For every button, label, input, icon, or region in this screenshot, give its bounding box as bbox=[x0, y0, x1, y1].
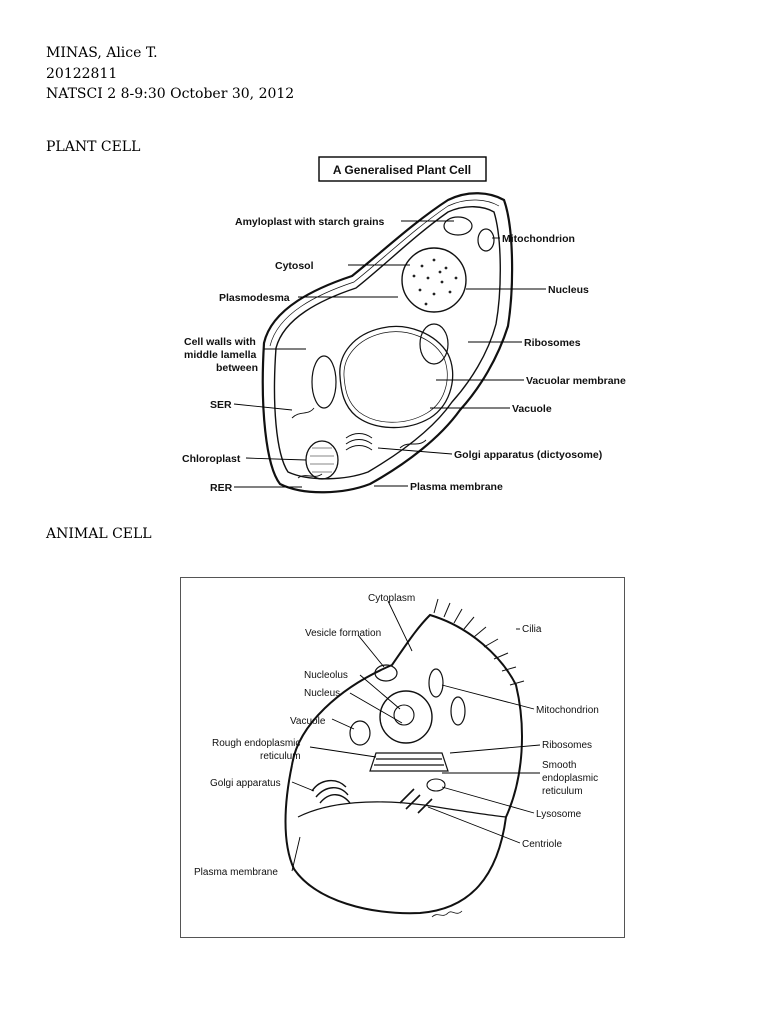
plant-vacuole-shape bbox=[340, 326, 453, 427]
plant-label-rer: RER bbox=[210, 482, 233, 494]
animal-label-golgi: Golgi apparatus bbox=[210, 778, 281, 789]
animal-label-nucleus: Nucleus bbox=[304, 688, 340, 699]
animal-label-vesicle-formation: Vesicle formation bbox=[305, 628, 381, 639]
animal-label-plasma-membrane: Plasma membrane bbox=[194, 867, 278, 878]
plant-label-amyloplast: Amyloplast with starch grains bbox=[235, 216, 385, 228]
course-date-line: NATSCI 2 8-9:30 October 30, 2012 bbox=[46, 86, 294, 103]
plant-mitochondrion-shape bbox=[478, 229, 494, 251]
plant-label-ribosomes: Ribosomes bbox=[524, 337, 581, 349]
plant-label-golgi: Golgi apparatus (dictyosome) bbox=[454, 449, 602, 461]
plant-label-vacuole: Vacuole bbox=[512, 403, 552, 415]
plant-figure-title: A Generalised Plant Cell bbox=[333, 163, 471, 177]
animal-label-lysosome: Lysosome bbox=[536, 809, 582, 820]
plant-chloroplast-thylakoids bbox=[310, 448, 334, 472]
plant-label-cell-walls-line1: Cell walls with bbox=[184, 336, 256, 348]
plant-cell-heading: PLANT CELL bbox=[46, 139, 140, 156]
plant-cell-body bbox=[263, 193, 512, 492]
plant-label-cell-walls-line3: between bbox=[216, 362, 258, 374]
plant-label-chloroplast: Chloroplast bbox=[182, 453, 241, 465]
plant-cell-diagram: A Generalised Plant Cell bbox=[168, 148, 640, 524]
plant-label-mitochondrion: Mitochondrion bbox=[502, 233, 575, 245]
student-id: 20122811 bbox=[46, 66, 117, 83]
animal-label-mitochondrion: Mitochondrion bbox=[536, 705, 599, 716]
plant-organelle-oval-2 bbox=[420, 324, 448, 364]
plant-chloroplast-shape bbox=[306, 441, 338, 479]
animal-label-centriole: Centriole bbox=[522, 839, 562, 850]
animal-label-cytoplasm: Cytoplasm bbox=[368, 593, 415, 604]
animal-label-vacuole: Vacuole bbox=[290, 716, 326, 727]
plant-vacuolar-membrane-shape bbox=[344, 332, 447, 423]
plant-label-ser: SER bbox=[210, 399, 232, 411]
plant-label-cell-walls-line2: middle lamella bbox=[184, 349, 257, 361]
animal-cell-diagram: Cytoplasm Vesicle formation Nucleolus Nu… bbox=[180, 577, 625, 938]
student-name: MINAS, Alice T. bbox=[46, 45, 158, 62]
plant-label-vacuolar-membrane: Vacuolar membrane bbox=[526, 375, 626, 387]
animal-label-smooth-er-line3: reticulum bbox=[542, 786, 583, 797]
animal-label-smooth-er-line1: Smooth bbox=[542, 760, 576, 771]
plant-label-plasmodesma: Plasmodesma bbox=[219, 292, 290, 304]
animal-label-ribosomes: Ribosomes bbox=[542, 740, 592, 751]
animal-label-nucleolus: Nucleolus bbox=[304, 670, 348, 681]
animal-label-smooth-er-line2: endoplasmic bbox=[542, 773, 598, 784]
plant-nucleus-shape bbox=[402, 248, 466, 312]
plant-golgi-stack bbox=[346, 434, 372, 451]
plant-nucleus-chromatin bbox=[413, 259, 458, 306]
animal-cell-heading: ANIMAL CELL bbox=[46, 526, 152, 543]
animal-label-cilia: Cilia bbox=[522, 624, 542, 635]
plant-amyloplast-shape bbox=[444, 217, 472, 235]
plant-cell-wall-outer bbox=[263, 193, 512, 492]
animal-label-rough-er-line1: Rough endoplasmic bbox=[212, 738, 300, 749]
plant-label-plasma-membrane: Plasma membrane bbox=[410, 481, 503, 493]
animal-label-rough-er-line2: reticulum bbox=[260, 751, 301, 762]
plant-organelle-oval-1 bbox=[312, 356, 336, 408]
plant-label-cytosol: Cytosol bbox=[275, 260, 314, 272]
plant-label-nucleus: Nucleus bbox=[548, 284, 589, 296]
